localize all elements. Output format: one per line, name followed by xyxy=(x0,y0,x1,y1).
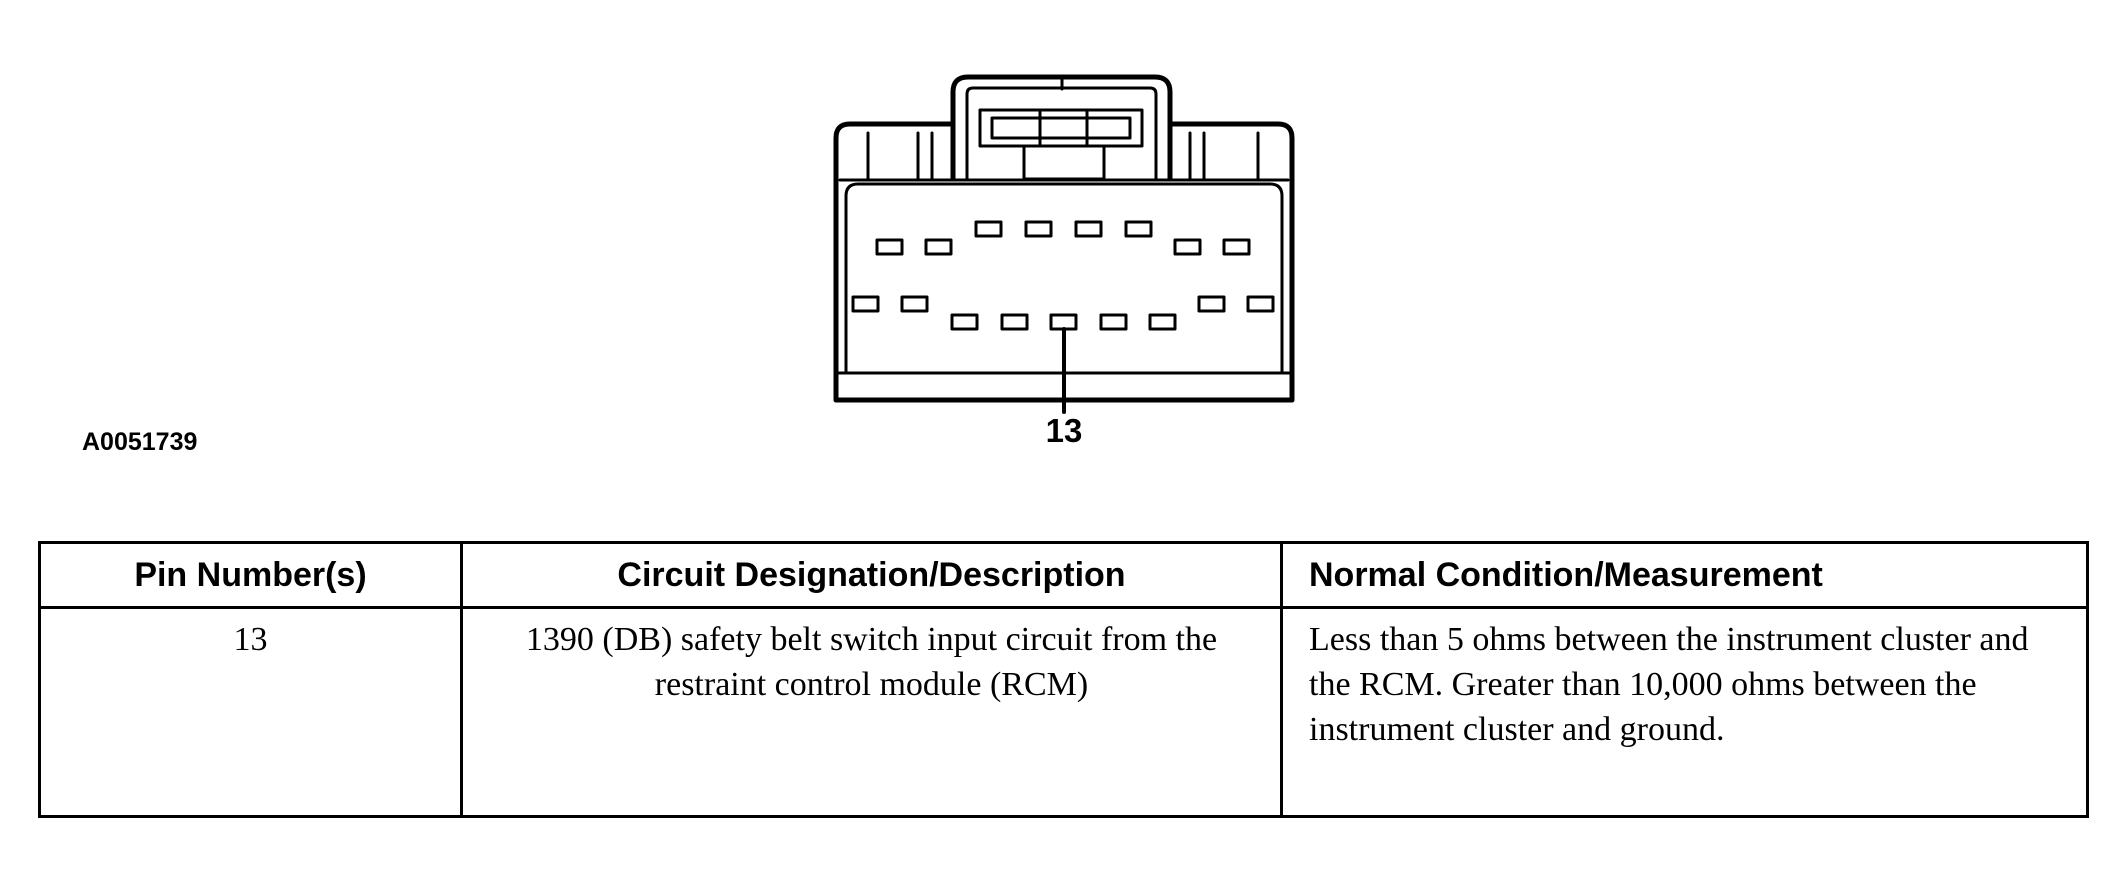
table-header-row: Pin Number(s) Circuit Designation/Descri… xyxy=(38,541,2089,609)
cell-measurement: Less than 5 ohms between the instrument … xyxy=(1280,606,2089,818)
header-normal-condition: Normal Condition/Measurement xyxy=(1280,541,2089,609)
cell-pin-number: 13 xyxy=(38,606,463,818)
pin-13-cavity xyxy=(1049,313,1078,331)
figure-id-label: A0051739 xyxy=(82,428,198,456)
connector-housing xyxy=(833,121,1295,403)
cell-circuit-description: 1390 (DB) safety belt switch input circu… xyxy=(460,606,1283,818)
pin-row-bottom xyxy=(851,295,1275,331)
pin-table: Pin Number(s) Circuit Designation/Descri… xyxy=(38,541,2089,818)
table-row: 13 1390 (DB) safety belt switch input ci… xyxy=(38,606,2089,818)
pin-13-callout-label: 13 xyxy=(1046,412,1083,449)
pin-row-top xyxy=(875,220,1251,256)
connector-latch xyxy=(950,74,1173,182)
header-circuit-designation: Circuit Designation/Description xyxy=(460,541,1283,609)
header-pin-numbers: Pin Number(s) xyxy=(38,541,463,609)
